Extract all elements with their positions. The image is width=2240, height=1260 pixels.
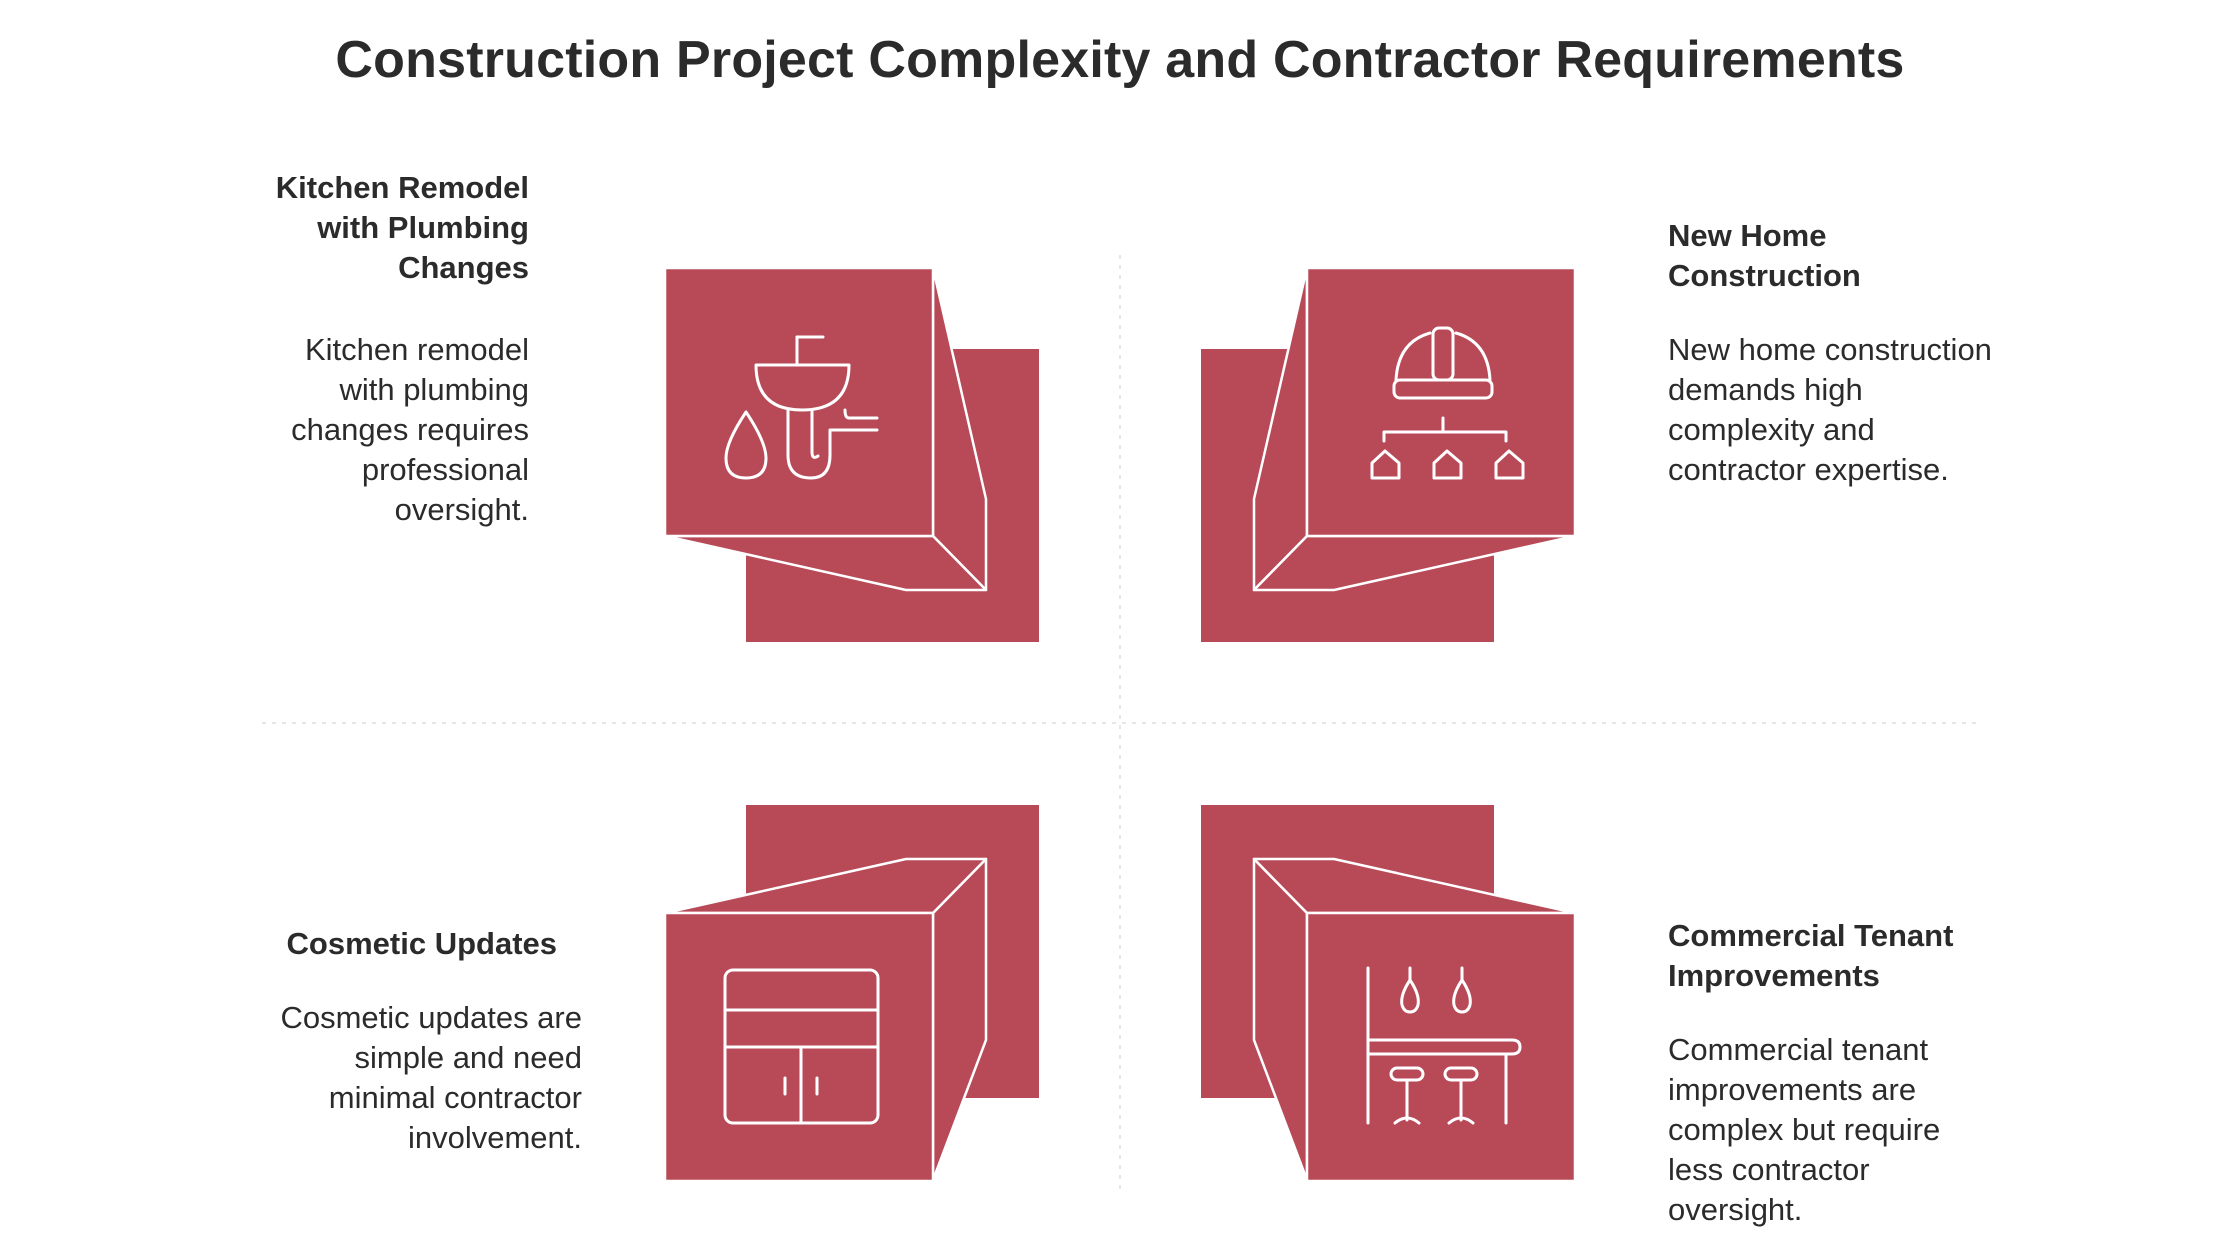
cabinet-icon [723, 968, 880, 1125]
hardhat-houses-icon [1370, 326, 1525, 480]
block-top-left [663, 266, 1039, 642]
description-commercial-tenant: Commercial tenant improvements are compl… [1668, 1032, 1941, 1227]
page-title: Construction Project Complexity and Cont… [335, 31, 1905, 89]
block-bottom-right [1201, 805, 1577, 1183]
heading-new-home: New Home Construction [1668, 218, 1861, 293]
description-cosmetic-updates: Cosmetic updates are simple and need min… [280, 1000, 582, 1155]
heading-cosmetic-updates: Cosmetic Updates [286, 926, 557, 961]
heading-commercial-tenant: Commercial Tenant Improvements [1668, 918, 1954, 993]
bar-counter-icon [1366, 966, 1522, 1125]
description-kitchen-remodel: Kitchen remodel with plumbing changes re… [291, 332, 529, 527]
block-bottom-left [663, 805, 1039, 1183]
description-new-home: New home construction demands high compl… [1668, 332, 1992, 487]
sink-pipe-icon [724, 335, 879, 480]
heading-kitchen-remodel: Kitchen Remodel with Plumbing Changes [275, 170, 529, 285]
